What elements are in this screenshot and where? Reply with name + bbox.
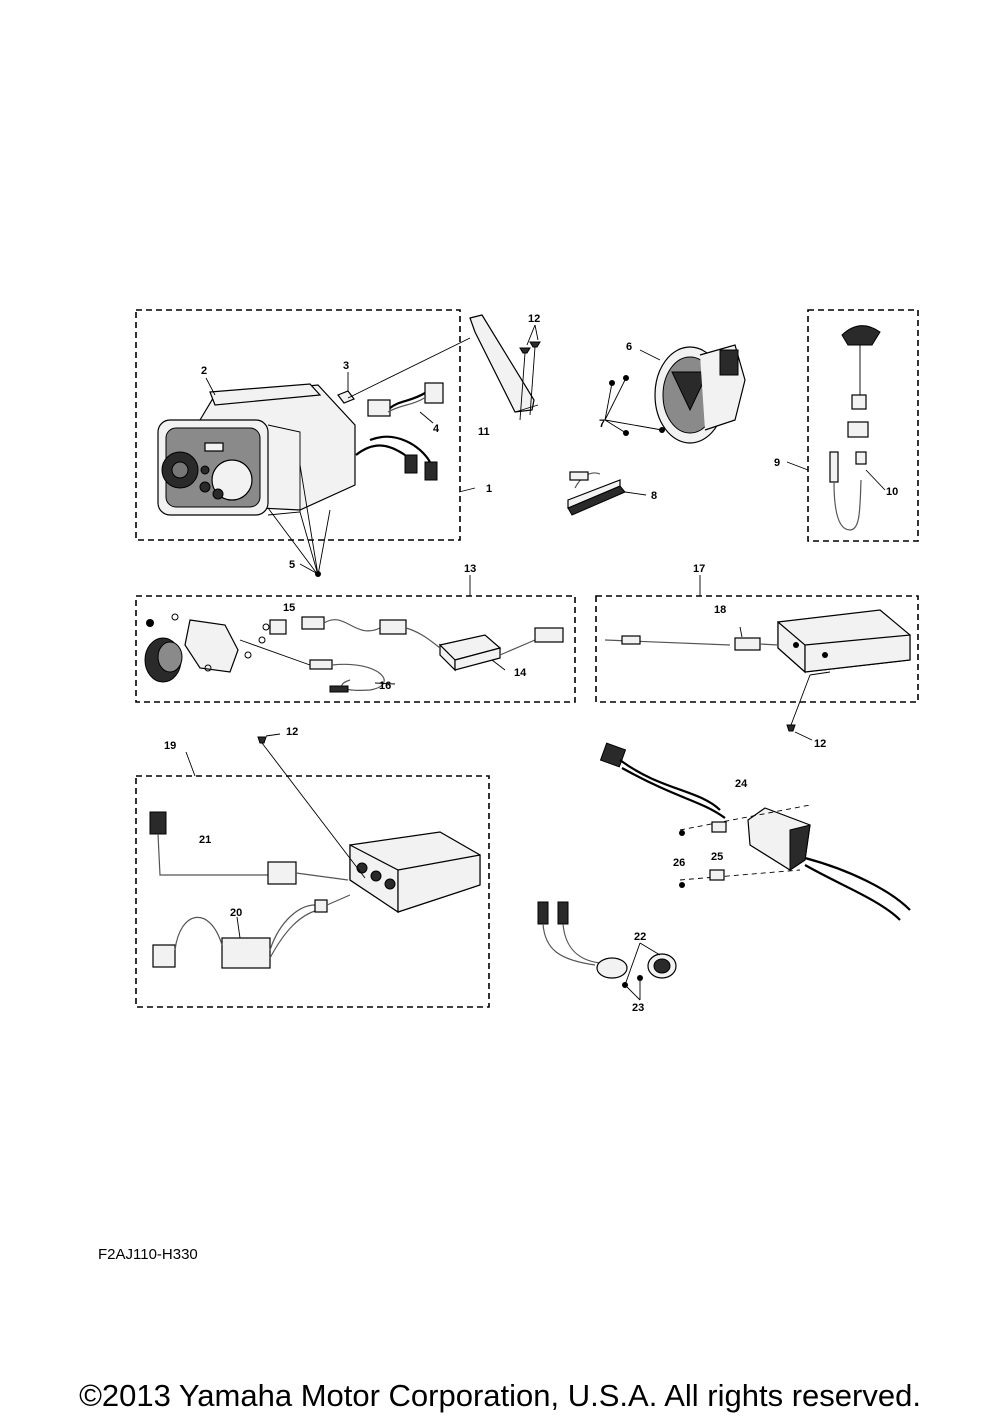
group-box-19 [135,775,490,1008]
copyright-notice: ©2013 Yamaha Motor Corporation, U.S.A. A… [79,1378,921,1413]
callout-3: 3 [343,360,349,372]
callout-6: 6 [626,341,632,353]
led-strip-8 [567,471,647,516]
callout-5: 5 [289,559,295,571]
callout-18: 18 [714,604,726,616]
callout-19: 19 [164,740,176,752]
callout-10: 10 [886,486,898,498]
module-24 [599,742,911,921]
callout-25: 25 [711,851,723,863]
callout-26: 26 [673,857,685,869]
callout-22: 22 [634,931,646,943]
callout-12b: 12 [286,726,298,738]
bracket-11 [469,314,539,413]
screws-26 [679,830,685,888]
cable-21 [149,811,349,885]
callout-11: 11 [478,426,490,438]
callout-13: 13 [464,563,476,575]
leader-lines [185,349,809,777]
callout-9: 9 [774,457,780,469]
amplifier-17 [777,609,911,676]
callout-7: 7 [599,418,605,430]
wire-harness-4 [355,382,444,481]
callout-16: 16 [379,680,391,692]
callout-23: 23 [632,1002,644,1014]
group-box-1 [135,309,461,541]
callout-8: 8 [651,490,657,502]
sensor-part-3 [337,337,471,404]
group-box-17 [595,595,919,703]
callout-21: 21 [199,834,211,846]
callout-4: 4 [433,423,440,435]
cable-16 [239,639,396,693]
callout-24: 24 [735,778,748,790]
callout-14: 14 [514,667,527,679]
splitter-14 [405,627,564,672]
callout-17: 17 [693,563,705,575]
fuse-block-20 [152,894,351,969]
amplifier-box-19 [349,831,481,914]
screw-12-right [786,674,813,741]
callout-labels: 1 2 3 4 5 6 7 8 9 10 11 12 12 12 13 14 1… [164,313,898,1014]
callout-15: 15 [283,602,295,614]
screws-12-top [519,324,541,421]
screw-12-box [257,733,366,879]
antenna-9 [829,325,886,531]
callout-20: 20 [230,907,242,919]
callout-12a: 12 [528,313,540,325]
cable-18 [604,626,779,651]
group-box-13 [135,595,576,703]
diagram-code: F2AJ110-H330 [98,1246,198,1263]
callout-1: 1 [486,483,492,495]
remote-knob-assembly [144,613,270,683]
callout-12c: 12 [814,738,826,750]
clips-25 [709,821,727,881]
screws-7 [604,375,665,436]
cable-15 [269,616,407,635]
group-box-9 [807,309,919,542]
gauge-22 [537,901,677,1001]
stereo-head-unit [157,383,356,516]
callout-2: 2 [201,365,207,377]
speaker-6 [654,344,746,444]
